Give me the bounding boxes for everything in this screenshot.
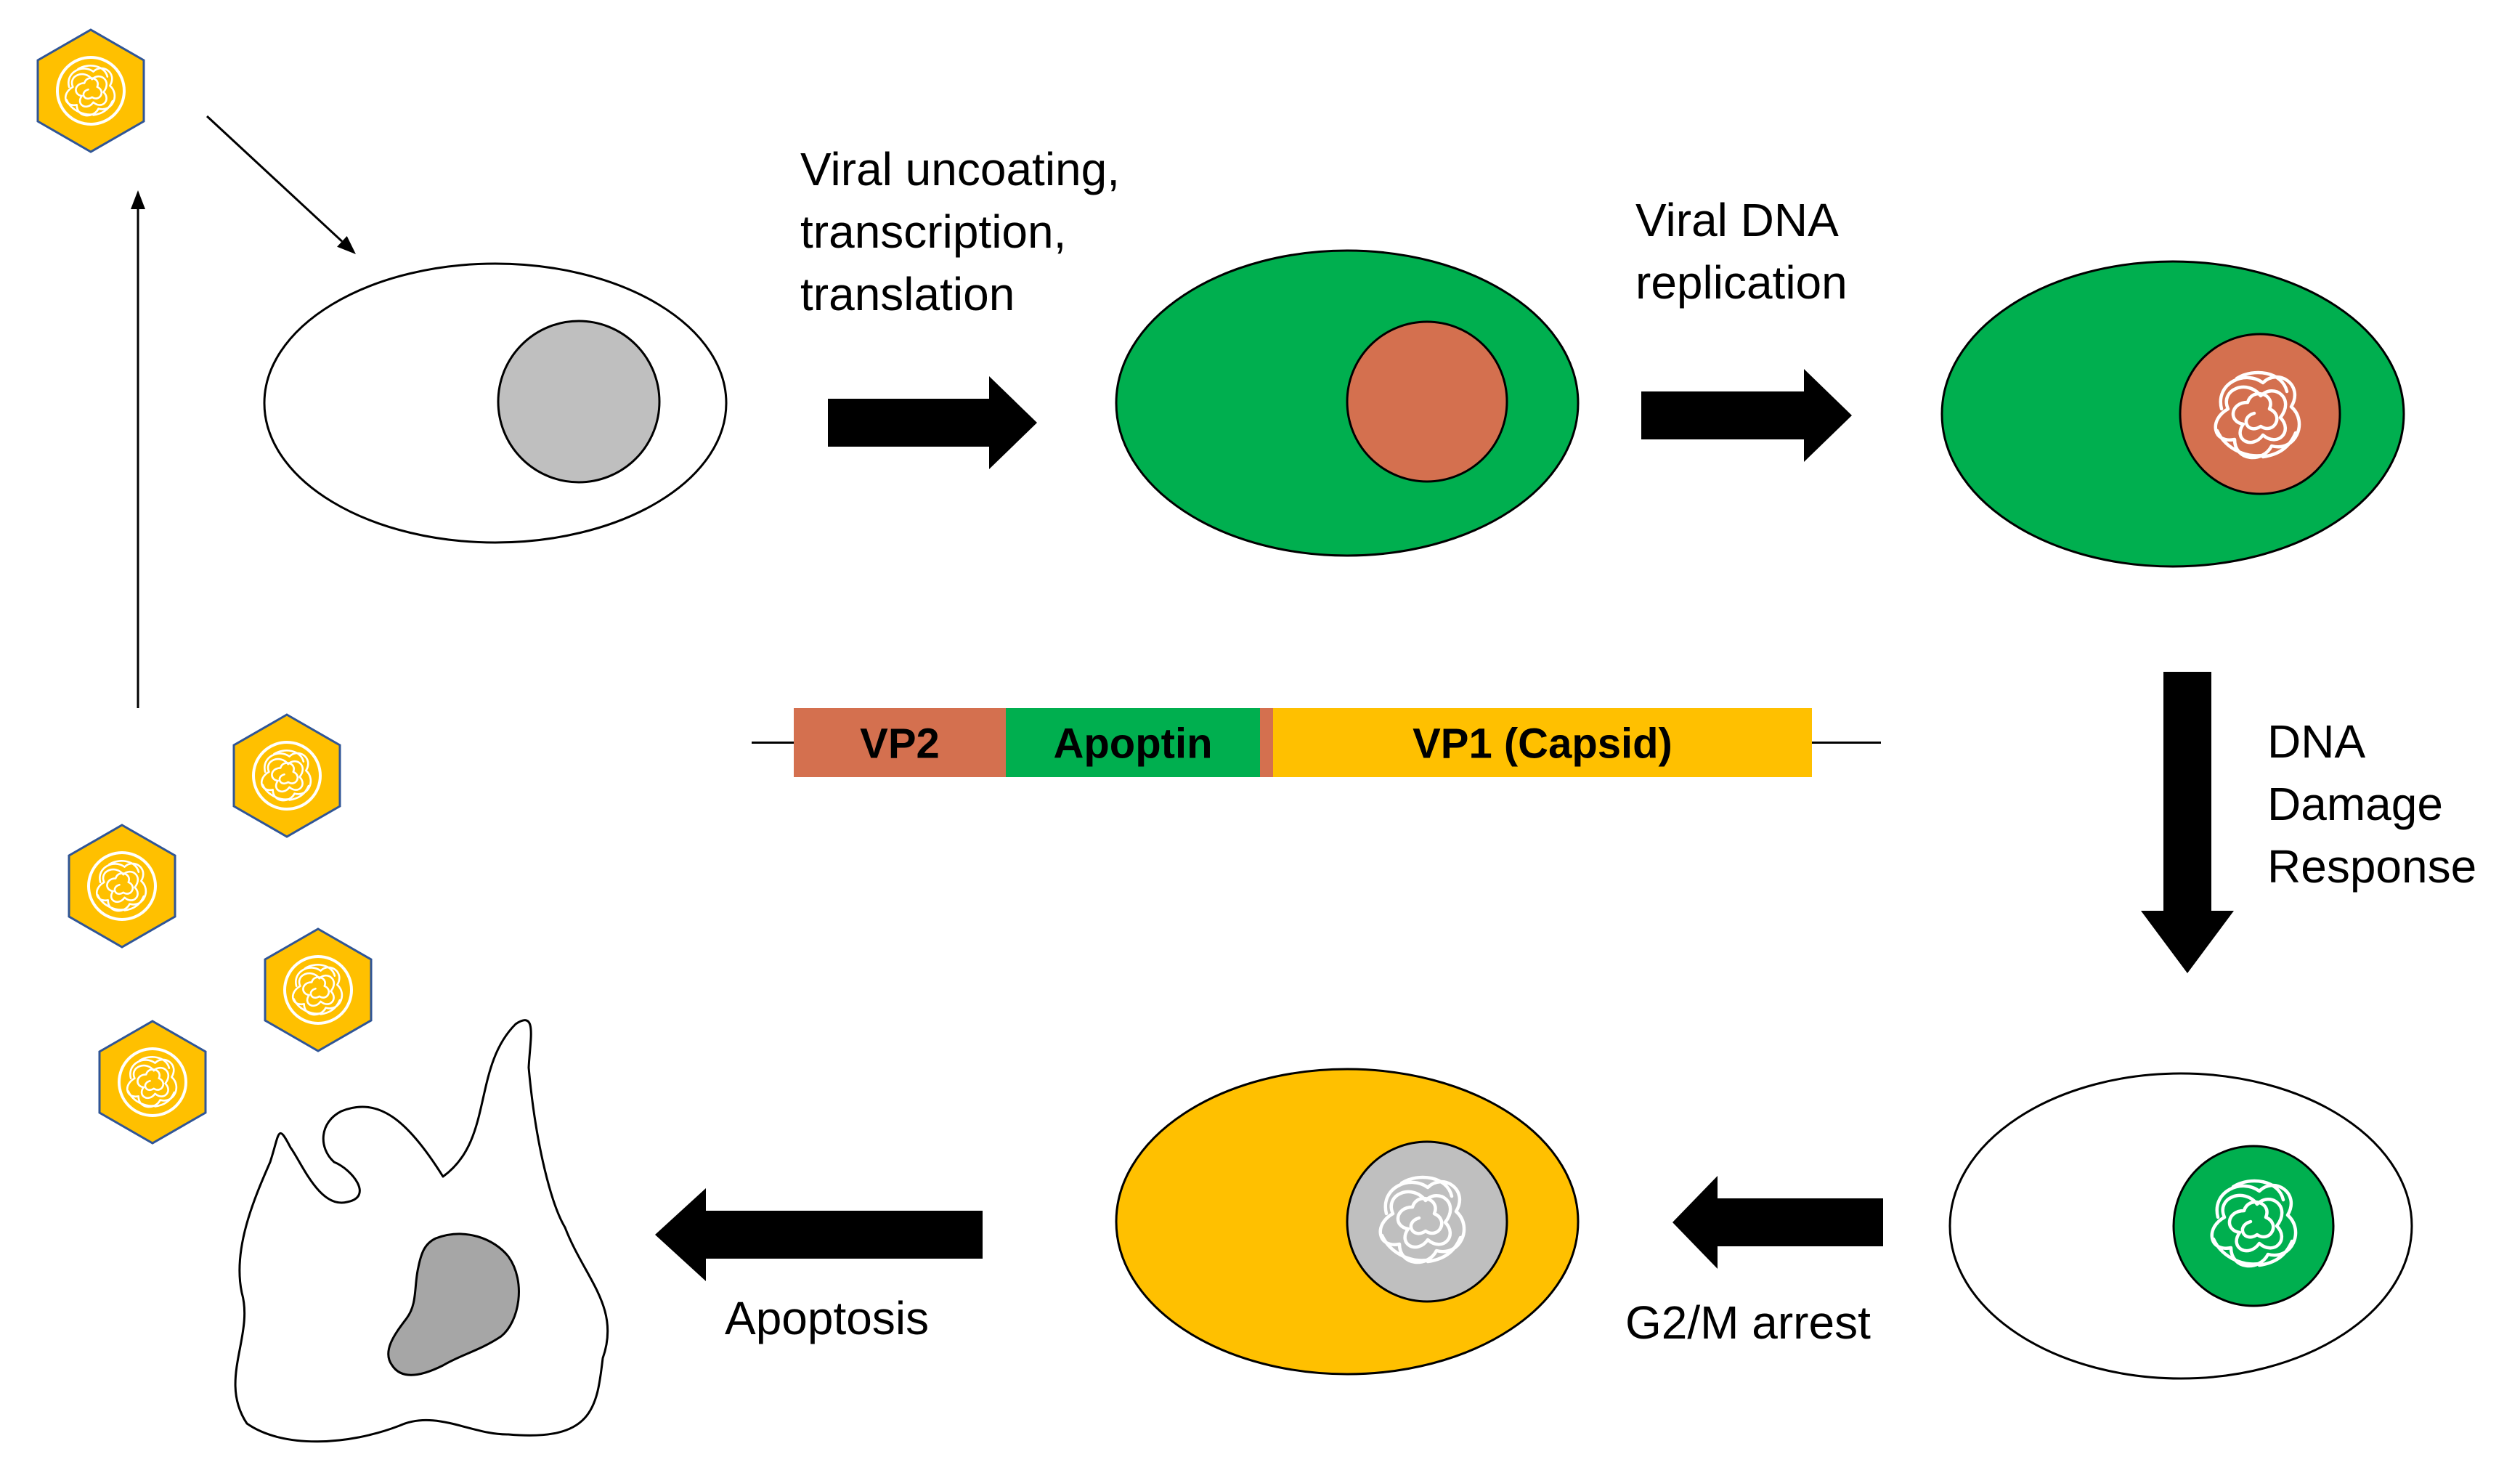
apoptotic-cell (234, 1019, 609, 1443)
label-line: translation (800, 268, 1015, 320)
genome-segment-label-vp1-capsid: VP1 (Capsid) (1413, 720, 1672, 768)
label-viral-dna-replication: Viral DNA replication (1635, 189, 1848, 314)
genome-map: VP2 Apoptin VP1 (Capsid) (752, 708, 1881, 777)
replicating-cell-nucleus (2179, 333, 2341, 495)
arrow-apoptosis (655, 1188, 983, 1281)
label-uncoating-transcription-translation: Viral uncoating, transcription, translat… (800, 138, 1120, 325)
replicating-cell-green (1940, 260, 2405, 568)
label-g2m-arrest: G2/M arrest (1625, 1291, 1871, 1354)
label-line: DNA (2267, 715, 2366, 768)
label-line: replication (1635, 256, 1848, 309)
label-dna-damage-response: DNA Damage Response (2267, 710, 2476, 898)
genome-segment-apoptin (1006, 708, 1260, 777)
genome-segment-vp2 (794, 708, 1006, 777)
arrow-uncoating (828, 376, 1037, 469)
arrow-g2m-arrest (1672, 1176, 1883, 1269)
virion-released-icon (69, 825, 175, 947)
arrow-virus-release-head (131, 190, 145, 209)
label-line: Apoptosis (725, 1292, 930, 1344)
virion-released-icon (265, 929, 371, 1051)
label-line: Response (2267, 840, 2477, 893)
virion-top-left-icon (38, 30, 144, 152)
label-line: Viral DNA (1635, 194, 1839, 246)
damage-response-cell-nucleus (2172, 1145, 2335, 1307)
genome-segment-vp1-capsid (1273, 708, 1812, 777)
arrow-virus-entry-head (337, 236, 356, 254)
arrow-replication (1641, 369, 1852, 462)
genome-segment-vp2-overlap (1260, 708, 1273, 777)
genome-segment-label-vp2: VP2 (860, 720, 940, 768)
virion-released-icon (99, 1021, 206, 1143)
label-line: G2/M arrest (1625, 1296, 1871, 1349)
genome-segment-label-apoptin: Apoptin (1053, 720, 1212, 768)
uninfected-cell-nucleus (497, 320, 661, 484)
apoptotic-fragmented-nucleus (387, 1233, 520, 1376)
label-line: Viral uncoating, (800, 143, 1120, 195)
arrested-cell-nucleus (1346, 1140, 1508, 1303)
arrow-virus-entry-shaft (206, 115, 343, 243)
virion-released-icon (234, 715, 340, 837)
arrow-dna-damage (2141, 672, 2234, 973)
label-apoptosis: Apoptosis (725, 1287, 929, 1349)
label-line: transcription, (800, 206, 1067, 258)
infected-cell-nucleus (1346, 320, 1508, 483)
label-line: Damage (2267, 778, 2443, 830)
